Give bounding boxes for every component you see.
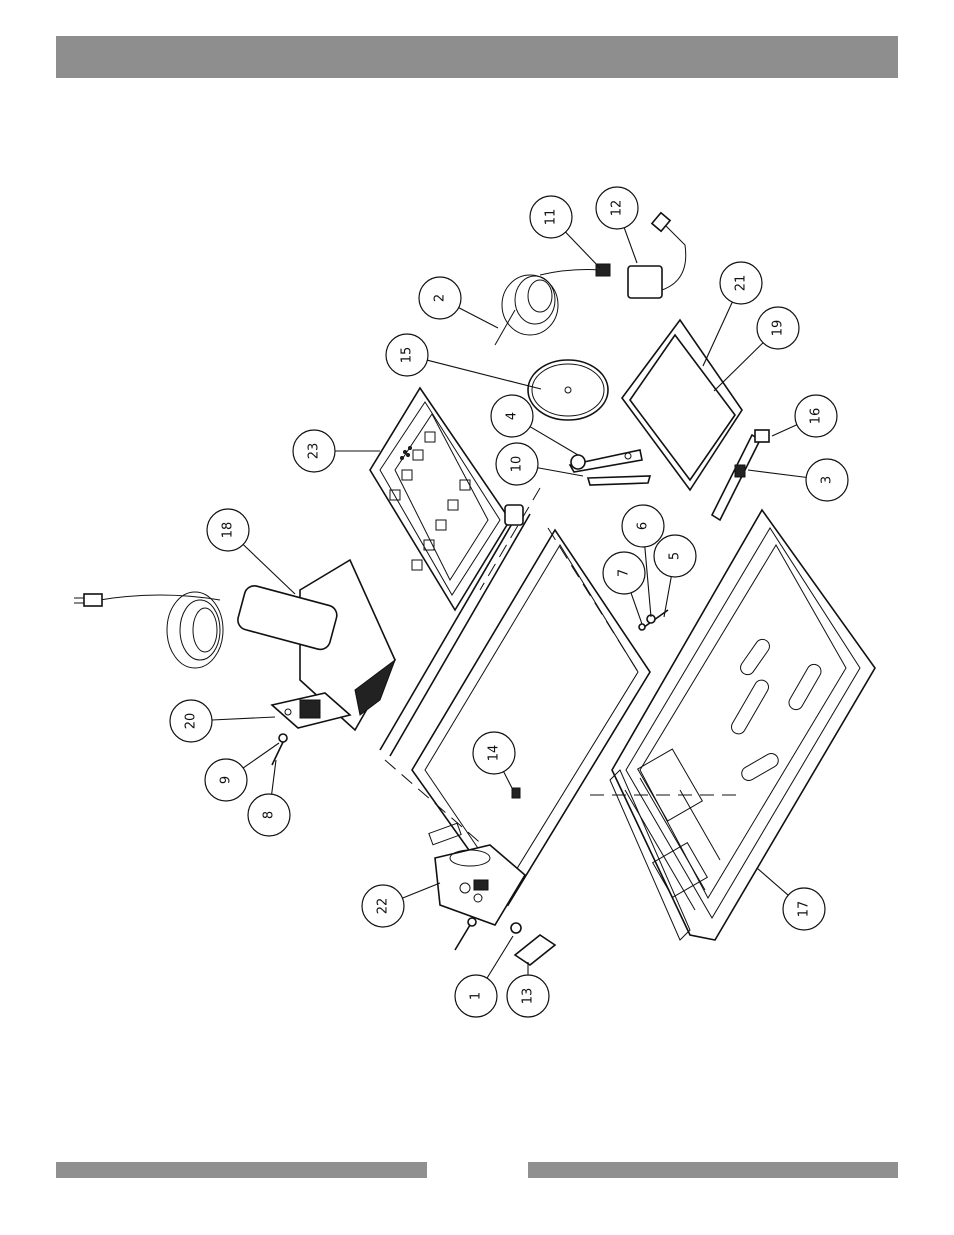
callout-number: 4: [505, 412, 520, 420]
callout-number: 9: [219, 776, 234, 784]
leader-line: [566, 232, 600, 268]
callout-number: 15: [400, 347, 415, 364]
callout-18: 18: [207, 509, 295, 594]
leader-line: [427, 360, 541, 389]
leader-line: [530, 427, 578, 455]
part-blade: [528, 360, 608, 420]
callout-number: 8: [262, 811, 277, 819]
callout-number: 2: [433, 294, 448, 302]
callout-21: 21: [703, 262, 762, 366]
callout-number: 6: [636, 522, 651, 530]
callout-3: 3: [748, 459, 848, 501]
callout-10: 10: [496, 443, 583, 485]
callout-number: 22: [376, 898, 391, 915]
callout-number: 23: [307, 443, 322, 460]
part-water-hose: [495, 270, 600, 345]
part-base-tray: [610, 510, 875, 940]
callout-22: 22: [362, 883, 440, 927]
callout-5: 5: [654, 535, 696, 617]
callout-number: 14: [487, 745, 502, 762]
leader-line: [459, 308, 498, 328]
part-wrenches: [570, 450, 650, 485]
callout-number: 18: [221, 522, 236, 539]
callout-17: 17: [757, 868, 825, 930]
callout-number: 17: [797, 901, 812, 918]
leader-line: [645, 547, 651, 617]
callout-number: 16: [809, 408, 824, 425]
footer-bar-left: [56, 1162, 427, 1178]
leader-line: [212, 717, 275, 720]
callout-9: 9: [205, 743, 279, 801]
leader-line: [624, 228, 637, 263]
leader-line: [402, 883, 440, 898]
callout-11: 11: [530, 196, 600, 268]
callout-number: 13: [521, 988, 536, 1005]
callout-23: 23: [293, 430, 380, 472]
callout-16: 16: [772, 395, 837, 437]
callout-number: 11: [544, 209, 559, 226]
leader-line: [757, 868, 788, 895]
callout-12: 12: [596, 187, 638, 263]
callout-number: 5: [668, 552, 683, 560]
part-motor-head: [74, 560, 395, 730]
callout-number: 12: [610, 200, 625, 217]
callout-number: 1: [469, 992, 484, 1000]
callout-2: 2: [419, 277, 498, 328]
callout-1: 1: [455, 936, 513, 1017]
leader-line: [487, 936, 513, 978]
callout-number: 20: [184, 713, 199, 730]
leader-line: [772, 425, 797, 436]
callout-number: 21: [734, 275, 749, 292]
part-guard-sheets: [622, 320, 742, 490]
callout-number: 10: [510, 456, 525, 473]
leader-line: [631, 593, 642, 624]
leader-line: [703, 302, 732, 366]
callout-20: 20: [170, 700, 275, 742]
callout-19: 19: [714, 307, 799, 391]
callout-13: 13: [507, 962, 549, 1017]
callout-15: 15: [386, 334, 541, 389]
footer-bar-right: [528, 1162, 898, 1178]
callout-number: 19: [771, 320, 786, 337]
leader-line: [748, 470, 806, 477]
callout-number: 7: [617, 569, 632, 577]
callout-number: 3: [820, 476, 835, 484]
leader-line: [714, 343, 763, 391]
callout-8: 8: [248, 760, 290, 836]
leader-line: [243, 743, 279, 768]
